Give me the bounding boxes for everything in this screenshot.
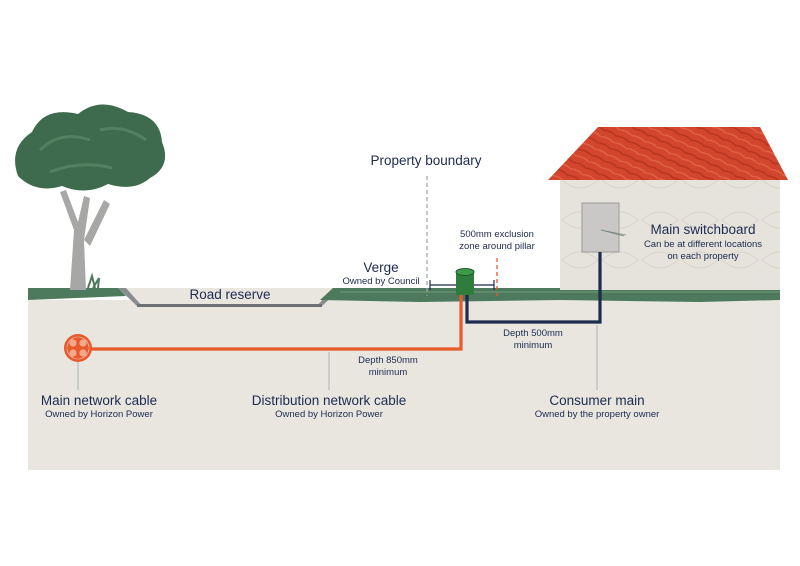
distribution-network-owner-label: Owned by Horizon Power xyxy=(275,409,383,420)
consumer-main-label: Consumer main xyxy=(549,393,645,408)
depth-500-label-line2: minimum xyxy=(513,340,553,351)
verge-label: Verge xyxy=(363,260,399,275)
distribution-network-cable[interactable] xyxy=(90,291,463,351)
depth-850-label-line2: minimum xyxy=(368,367,408,378)
consumer-main-owner-label: Owned by the property owner xyxy=(534,409,660,420)
exclusion-zone-label-line2: zone around pillar xyxy=(459,241,535,252)
leader-switchboard xyxy=(600,229,627,236)
main-network-owner-label: Owned by Horizon Power xyxy=(45,409,153,420)
road-edge-left xyxy=(118,288,142,306)
road-reserve-cut xyxy=(118,288,341,306)
ground-section xyxy=(28,300,780,470)
property-boundary-label: Property boundary xyxy=(370,153,482,168)
grass-left xyxy=(28,288,126,300)
exclusion-zone-label-line1: 500mm exclusion xyxy=(460,229,534,240)
switchboard-note-line2: on each property xyxy=(667,251,739,262)
road-reserve-label: Road reserve xyxy=(189,287,271,302)
road-surface xyxy=(137,304,322,307)
main-switchboard-label: Main switchboard xyxy=(650,222,756,237)
depth-850-label-line1: Depth 850mm xyxy=(358,355,418,366)
switchboard-note-line1: Can be at different locations xyxy=(643,239,763,250)
grass-right xyxy=(320,288,780,302)
consumer-main-cable[interactable] xyxy=(465,252,602,324)
tree-illustration xyxy=(15,104,166,290)
main-network-cable-label: Main network cable xyxy=(40,393,158,408)
house-illustration xyxy=(548,127,788,290)
depth-500-label-line1: Depth 500mm xyxy=(503,328,563,339)
main-network-cable-icon[interactable] xyxy=(64,334,92,362)
verge-owner-label: Owned by Council xyxy=(342,276,420,287)
distribution-network-cable-label: Distribution network cable xyxy=(251,393,407,408)
main-switchboard-box xyxy=(581,202,620,253)
pillar-icon[interactable] xyxy=(455,268,475,296)
grass-tuft xyxy=(87,272,100,289)
